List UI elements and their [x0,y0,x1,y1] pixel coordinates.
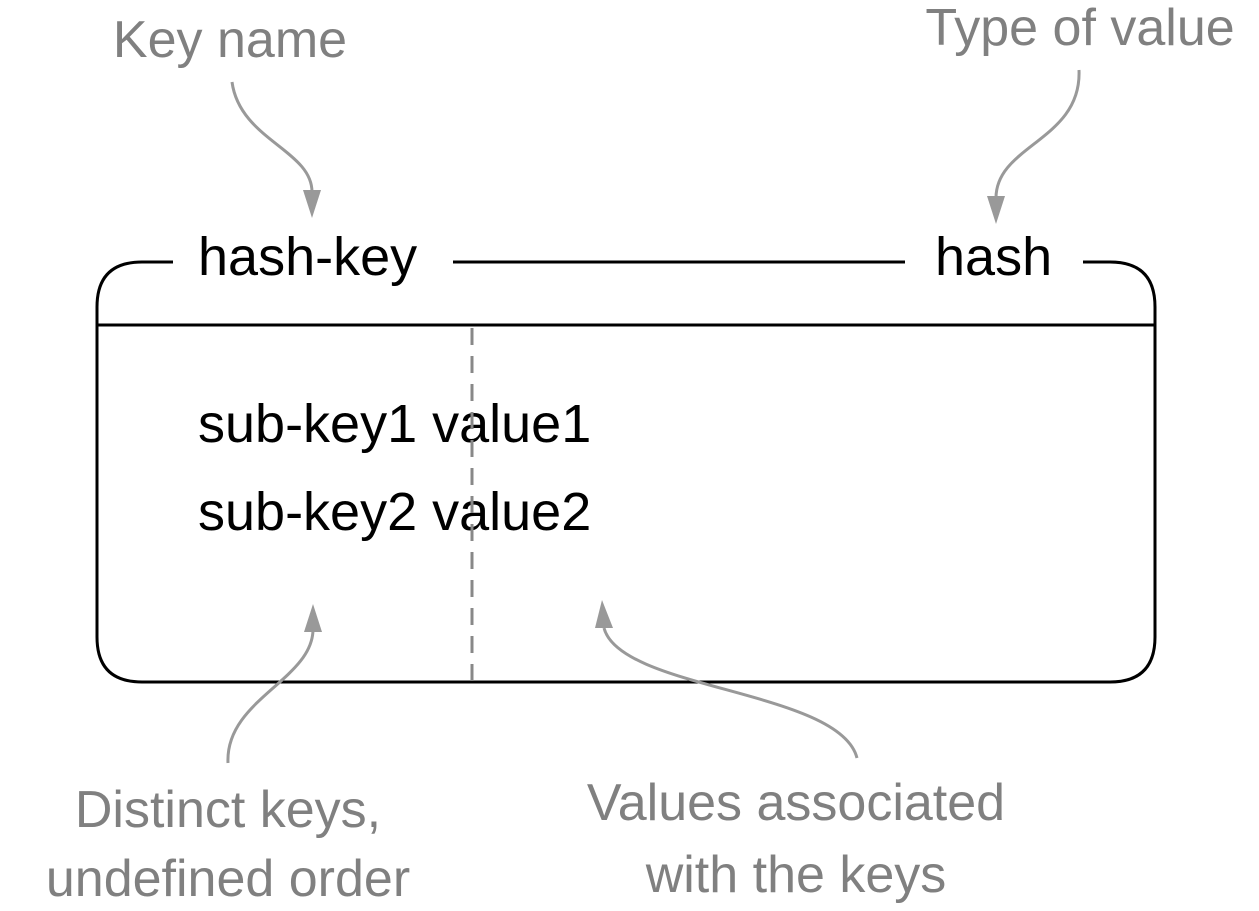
key-name-arrow-head-icon [303,190,321,218]
hash-key-label: hash-key [198,227,417,287]
distinct-keys-arrow [226,629,315,764]
entry-row-2: sub-key2 value2 [198,482,591,542]
distinct-keys-annotation-line1: Distinct keys, [75,781,381,839]
type-of-value-annotation: Type of value [925,0,1234,57]
distinct-keys-annotation-line2: undefined order [46,850,410,908]
key-name-arrow [230,81,314,193]
hash-box-outline [95,260,1157,684]
type-of-value-arrow-head-icon [987,196,1005,224]
distinct-keys-arrow-head-icon [304,604,322,632]
key-name-annotation: Key name [113,11,347,69]
values-assoc-annotation-line1: Values associated [587,774,1005,832]
values-assoc-annotation-line2: with the keys [645,846,947,904]
values-assoc-arrow [602,627,859,759]
type-of-value-arrow [994,69,1081,199]
entry-row-1: sub-key1 value1 [198,394,591,454]
values-assoc-arrow-head-icon [595,600,613,628]
hash-type-label: hash [935,227,1052,287]
